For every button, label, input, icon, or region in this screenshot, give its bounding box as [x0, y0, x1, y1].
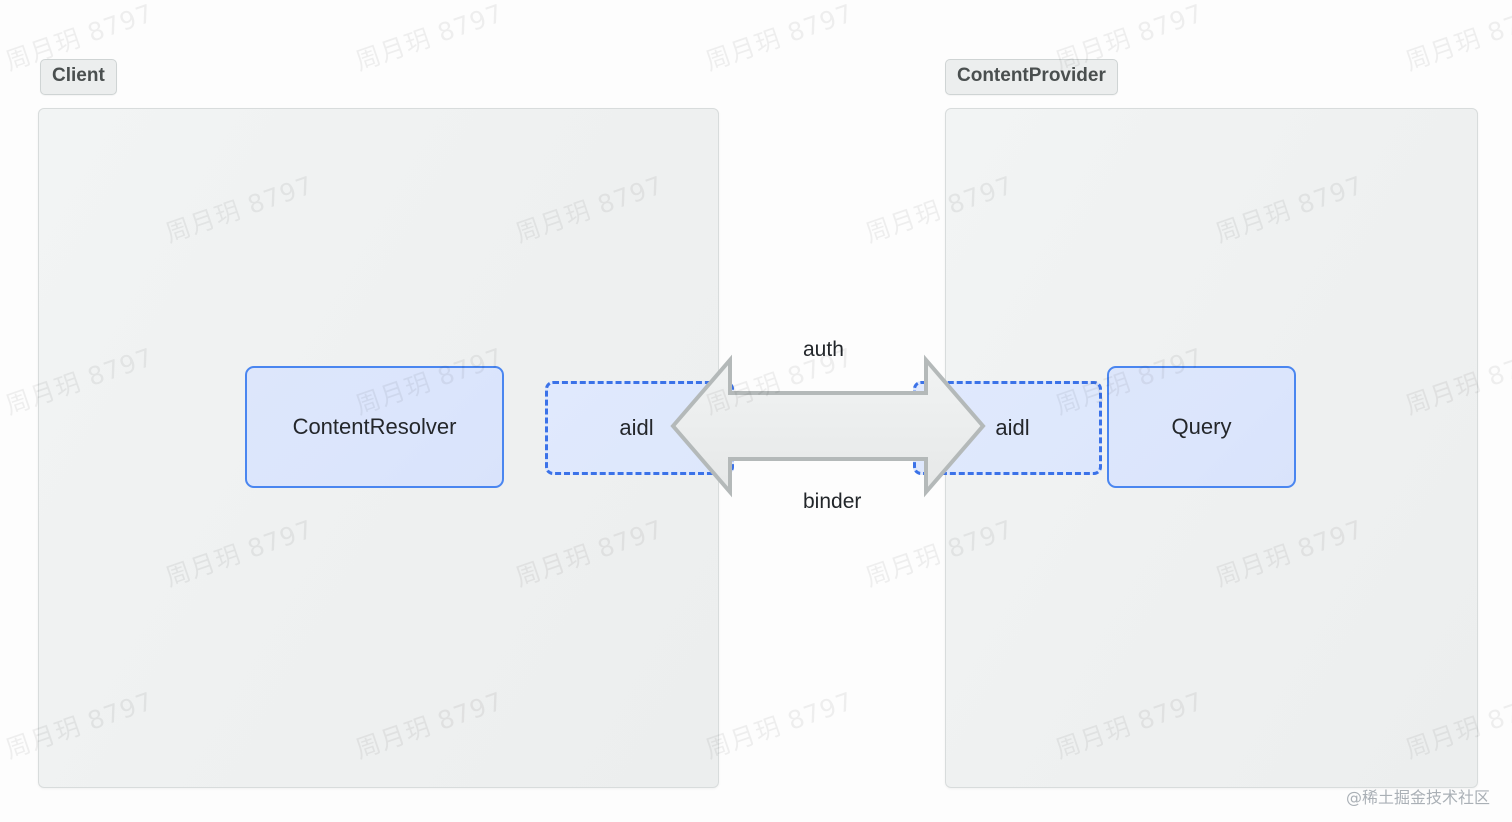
- watermark-text: 周月玥 8797: [351, 0, 508, 77]
- node-content-resolver[interactable]: ContentResolver: [245, 366, 504, 488]
- node-content-resolver-label: ContentResolver: [292, 414, 457, 439]
- node-query[interactable]: Query: [1107, 366, 1296, 488]
- node-aidl-provider-label: aidl: [995, 415, 1030, 440]
- site-credit-watermark: @稀土掘金技术社区: [1345, 788, 1490, 807]
- arrow-label-auth: auth: [803, 338, 844, 361]
- watermark-text: 周月玥 8797: [701, 686, 858, 765]
- watermark-text: 周月玥 8797: [1401, 0, 1512, 77]
- node-aidl-client-label: aidl: [619, 415, 654, 440]
- watermark-text: 周月玥 8797: [701, 0, 858, 77]
- panel-title-content-provider: ContentProvider: [945, 59, 1118, 95]
- panel-title-client: Client: [40, 59, 117, 95]
- bidirectional-arrow-icon: [670, 354, 986, 498]
- node-query-label: Query: [1171, 414, 1232, 439]
- arrow-label-binder: binder: [803, 490, 862, 513]
